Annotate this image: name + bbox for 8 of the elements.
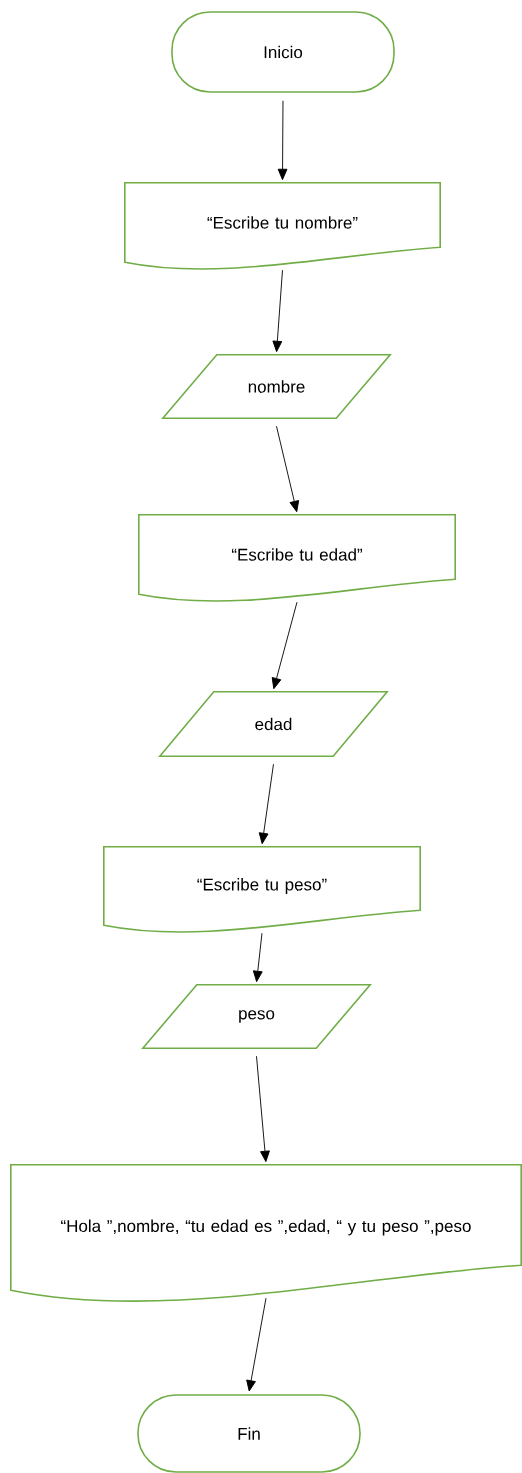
arrow [276,425,300,513]
arrow [271,601,298,690]
arrow [272,269,283,353]
arrow [277,100,288,181]
arrow [258,763,274,845]
arrow [246,1297,267,1392]
arrow [256,1055,270,1163]
arrow [252,932,263,983]
